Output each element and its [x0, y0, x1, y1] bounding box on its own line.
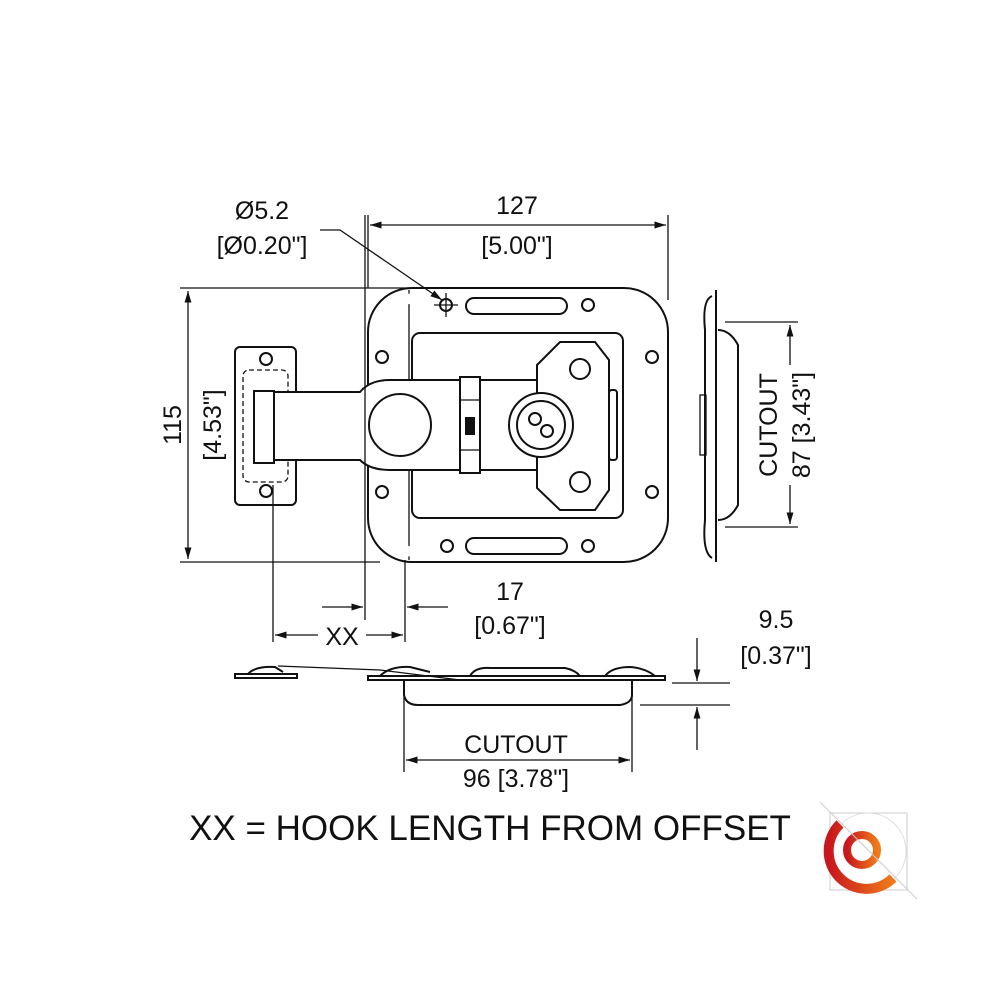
cutout-horizontal-label: CUTOUT: [464, 731, 568, 759]
offset-in: [0.67"]: [474, 612, 545, 640]
height-mm: 115: [159, 405, 187, 445]
width-mm: 127: [496, 192, 538, 220]
height-in: [4.53"]: [199, 389, 227, 460]
offset-mm: 17: [496, 578, 524, 606]
latch-bottom-view: [234, 665, 666, 706]
depth-in: [0.37"]: [740, 642, 811, 670]
latch-handle: [253, 341, 618, 511]
dimension-lines: [180, 215, 798, 772]
cutout-vertical-value: 87 [3.43"]: [788, 372, 816, 478]
latch-side-view: [699, 290, 739, 562]
cutout-vertical-label: CUTOUT: [755, 373, 783, 477]
caption: XX = HOOK LENGTH FROM OFFSET: [189, 809, 791, 848]
cutout-horizontal-value: 96 [3.78"]: [463, 765, 569, 793]
width-in: [5.00"]: [481, 232, 552, 260]
depth-mm: 9.5: [759, 606, 794, 634]
hole-diameter-mm: Ø5.2: [235, 197, 289, 225]
brand-logo: [819, 801, 918, 900]
hook-length-label: XX: [325, 623, 359, 651]
hole-diameter-in: [Ø0.20"]: [217, 232, 308, 260]
latch-plate-front-view: [367, 287, 669, 563]
